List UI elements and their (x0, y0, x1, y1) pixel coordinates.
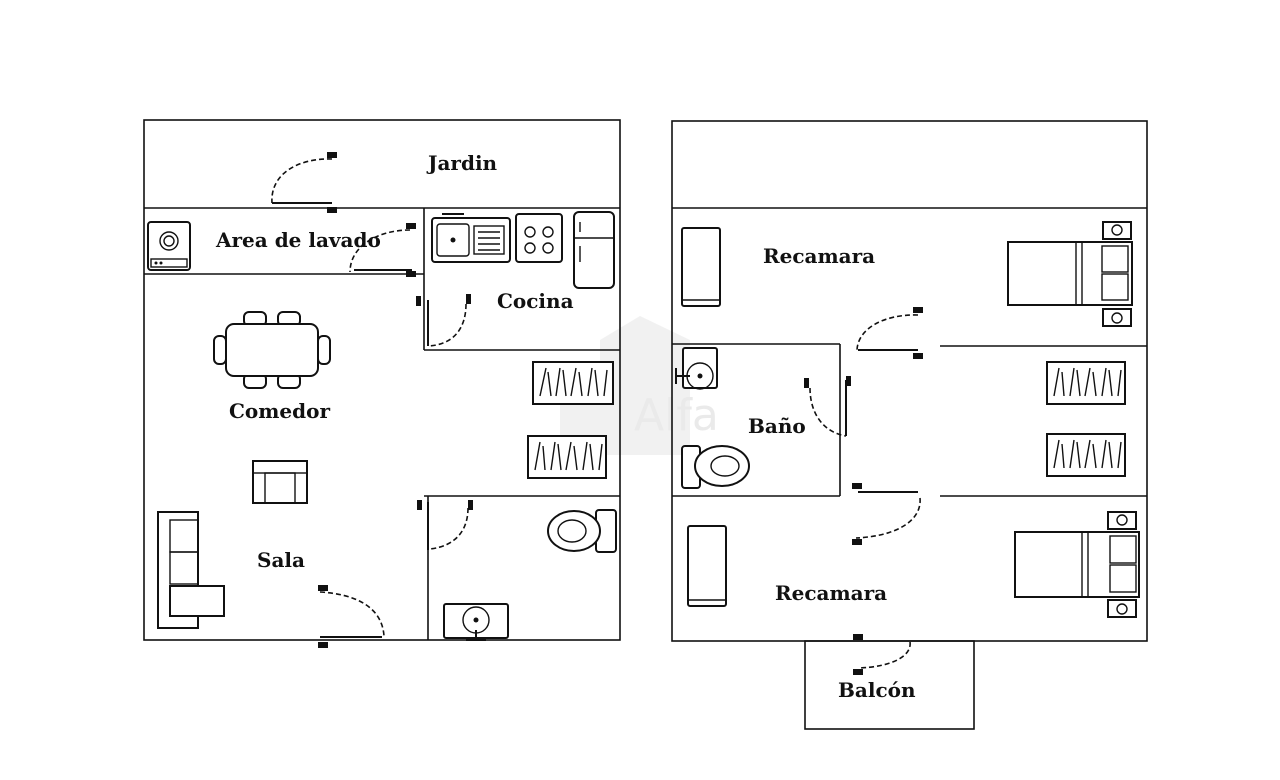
door-icon (349, 223, 416, 277)
room-label-recamara-bottom: Recamara (775, 581, 887, 605)
stove-icon (515, 213, 563, 263)
watermark-logo: Alfa (560, 316, 719, 455)
door-icon (318, 585, 385, 648)
wardrobe-icon (1046, 433, 1126, 477)
washbasin-icon (675, 347, 718, 390)
room-label-sala: Sala (257, 548, 305, 572)
closet-icon (681, 227, 721, 307)
washer-icon (147, 221, 191, 271)
sink-icon (431, 213, 511, 263)
room-label-recamara-top: Recamara (763, 244, 875, 268)
wardrobe-icon (527, 435, 607, 479)
room-label-balcon: Balcón (838, 678, 916, 702)
bed-icon (1007, 221, 1133, 327)
wardrobe-icon (1046, 361, 1126, 405)
room-label-jardin: Jardin (426, 151, 498, 175)
room-label-cocina: Cocina (497, 289, 574, 313)
door-icon (852, 483, 921, 545)
door-icon (804, 376, 851, 437)
washbasin-icon (443, 603, 509, 641)
sofa-icon (157, 511, 225, 629)
bed-icon (1014, 511, 1140, 618)
door-icon (853, 634, 911, 675)
room-label-comedor: Comedor (229, 399, 330, 423)
door-icon (416, 294, 471, 347)
room-label-bano: Baño (748, 414, 806, 438)
door-icon (417, 500, 473, 550)
toilet-icon (681, 445, 750, 489)
watermark-text: Alfa (634, 390, 719, 441)
ground-floor: Jardin Area de lavado Cocina Comedor Sal… (143, 119, 621, 648)
armchair-icon (252, 460, 308, 504)
fridge-icon (573, 211, 615, 289)
door-icon (856, 307, 923, 359)
room-label-area-de-lavado: Area de lavado (215, 228, 381, 252)
upper-floor: Recamara Baño Recamara Balcón (671, 120, 1148, 730)
door-icon (271, 152, 337, 213)
dining-table-icon (213, 311, 331, 389)
wardrobe-icon (532, 361, 614, 405)
closet-icon (687, 525, 727, 607)
toilet-icon (547, 509, 617, 553)
